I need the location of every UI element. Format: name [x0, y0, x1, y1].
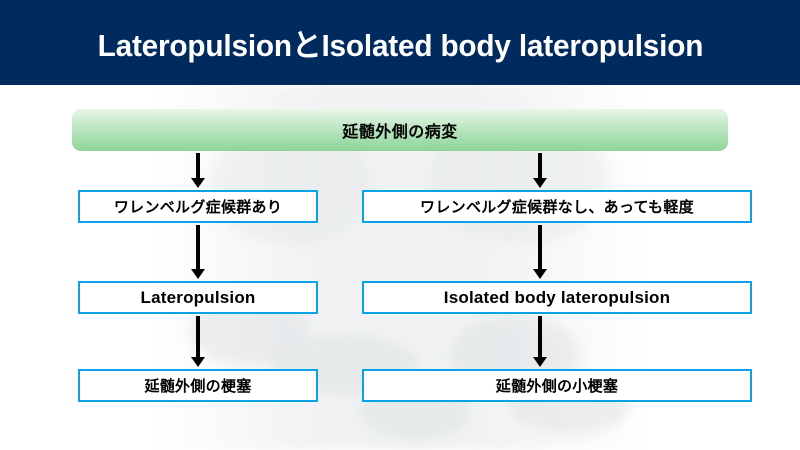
- flow-node-left-step-3-label: 延髄外側の梗塞: [144, 378, 252, 395]
- flow-node-right-step-1: ワレンベルグ症候群なし、あっても軽度: [362, 190, 752, 223]
- down-arrow-icon: [531, 316, 549, 367]
- flow-node-right-step-3-label: 延髄外側の小梗塞: [495, 378, 619, 395]
- flow-node-left-step-1-label: ワレンベルグ症候群あり: [113, 199, 283, 216]
- flow-node-left-step-2: Lateropulsion: [78, 281, 318, 314]
- flow-node-root: 延髄外側の病変: [72, 109, 728, 151]
- page-title: LateropulsionとIsolated body lateropulsio…: [97, 28, 703, 63]
- flow-node-left-step-2-label: Lateropulsion: [140, 287, 256, 307]
- flow-node-left-step-1: ワレンベルグ症候群あり: [78, 190, 318, 223]
- slide-title-bar: LateropulsionとIsolated body lateropulsio…: [0, 0, 800, 85]
- down-arrow-icon: [189, 225, 207, 279]
- flow-node-right-step-2: Isolated body lateropulsion: [362, 281, 752, 314]
- flow-node-left-step-3: 延髄外側の梗塞: [78, 369, 318, 402]
- down-arrow-icon: [531, 153, 549, 188]
- flow-node-right-step-3: 延髄外側の小梗塞: [362, 369, 752, 402]
- down-arrow-icon: [189, 153, 207, 188]
- down-arrow-icon: [189, 316, 207, 367]
- flow-node-root-label: 延髄外側の病変: [342, 124, 458, 141]
- flow-node-right-step-1-label: ワレンベルグ症候群なし、あっても軽度: [420, 199, 694, 216]
- flow-node-right-step-2-label: Isolated body lateropulsion: [443, 287, 671, 307]
- down-arrow-icon: [531, 225, 549, 279]
